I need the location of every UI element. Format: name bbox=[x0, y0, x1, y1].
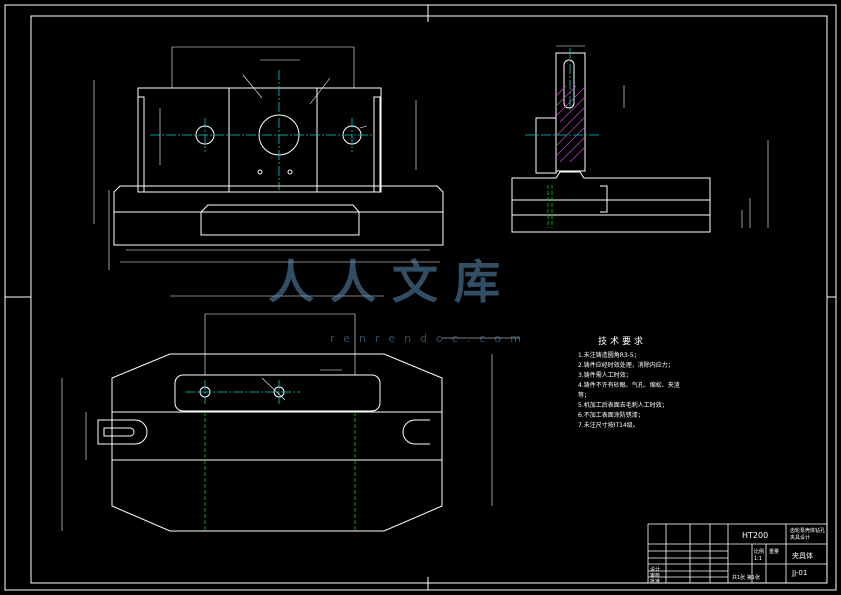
top-view bbox=[97, 353, 443, 532]
title-block-scale-label: 比例 bbox=[754, 549, 765, 555]
top-view-center-lines bbox=[185, 380, 300, 404]
title-block-weight-label: 重量 bbox=[769, 549, 780, 555]
requirement-item: 6.不加工表面涂防锈漆； bbox=[578, 412, 644, 419]
requirement-item: 1.未注铸造圆角R3-5； bbox=[578, 352, 640, 359]
front-view bbox=[113, 87, 444, 246]
title-block-approve-label: 批准 bbox=[650, 579, 661, 585]
top-view-dimensions bbox=[61, 295, 520, 531]
title-block-scale: 1:1 bbox=[754, 556, 763, 562]
requirement-item: 7.未注尺寸按IT14级。 bbox=[578, 422, 639, 429]
title-block-design-label: 设计 bbox=[650, 567, 661, 573]
title-block bbox=[647, 523, 828, 584]
front-view-center-lines bbox=[150, 70, 372, 190]
requirement-item: 等； bbox=[578, 392, 591, 399]
watermark-brand: 人人文库 bbox=[268, 255, 516, 309]
title-block-part-name: 夹具体 bbox=[792, 552, 813, 560]
technical-requirements: 技术要求 1.未注铸造圆角R3-5； 2.铸件应经时效处理，消除内应力； 3.铸… bbox=[578, 334, 718, 431]
side-view-center-lines bbox=[525, 48, 600, 136]
requirement-item: 3.铸件需人工时效； bbox=[578, 372, 632, 379]
requirement-item: 4.铸件不许有砂眼、气孔、缩松、夹渣 bbox=[578, 382, 680, 389]
side-view-hatch bbox=[555, 85, 586, 163]
top-view-leaders bbox=[261, 369, 342, 401]
title-block-check-label: 审核 bbox=[650, 573, 661, 579]
title-block-drawing-no: JJ-01 bbox=[792, 569, 808, 577]
top-view-hidden-lines bbox=[204, 412, 356, 530]
side-view-dimensions bbox=[556, 45, 769, 228]
front-view-leaders bbox=[242, 74, 368, 129]
front-view-dimensions bbox=[93, 46, 440, 270]
requirement-item: 2.铸件应经时效处理，消除内应力； bbox=[578, 362, 674, 369]
technical-requirements-title: 技术要求 bbox=[598, 337, 647, 347]
centering-marks bbox=[5, 5, 836, 590]
title-block-sheet: 共1张 第1张 bbox=[732, 575, 760, 581]
side-view-hidden-lines bbox=[547, 185, 553, 228]
title-block-drawing-title: 齿轮泵壳体钻孔夹具设计 bbox=[790, 528, 826, 541]
title-block-material: HT200 bbox=[742, 531, 769, 540]
side-view bbox=[511, 52, 711, 233]
requirement-item: 5.机加工后表面去毛刺人工时效； bbox=[578, 402, 668, 409]
inner-border bbox=[30, 15, 828, 584]
watermark-site: renrendoc.com bbox=[330, 332, 530, 345]
